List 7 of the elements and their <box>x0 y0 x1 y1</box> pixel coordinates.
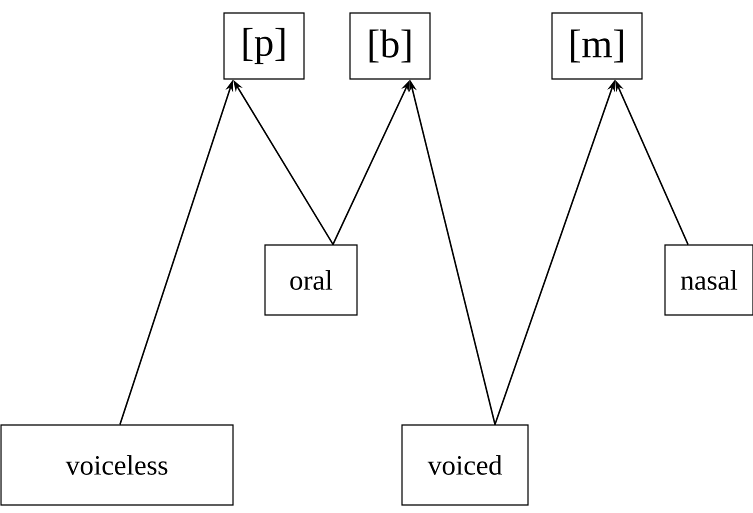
label-box: [p] <box>223 12 305 80</box>
label-box: voiced <box>401 424 529 506</box>
label-box: nasal <box>664 244 753 316</box>
label-box: oral <box>264 244 358 316</box>
label-box: voiceless <box>0 424 234 506</box>
label-box: [b] <box>349 12 431 80</box>
label-box: [m] <box>551 12 643 80</box>
